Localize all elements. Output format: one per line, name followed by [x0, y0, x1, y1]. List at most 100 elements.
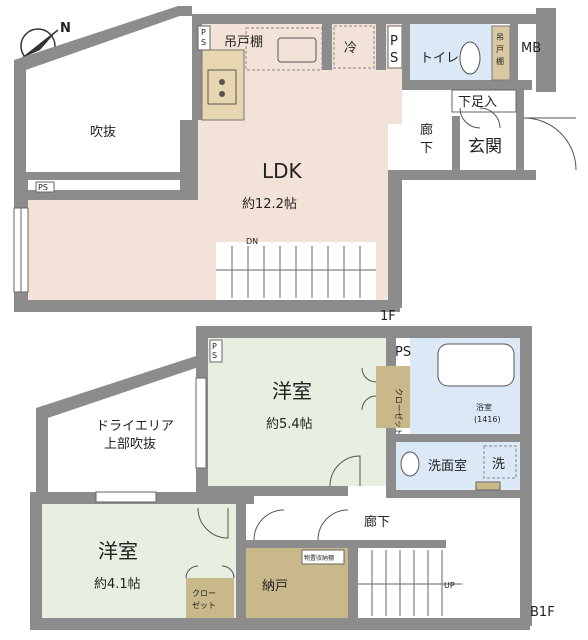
closet-1-label: クローゼット — [394, 388, 404, 436]
floor-b1: ドライエリア 上部吹抜 洋室 約5.4帖 クローゼット P S PS 浴室 (1… — [30, 326, 555, 630]
ps-box-ldk — [35, 181, 55, 193]
sink-icon — [207, 69, 237, 105]
ldk-title: LDK — [262, 159, 303, 183]
western-1-south-wall — [208, 486, 348, 496]
western-2-east-wall — [236, 498, 246, 618]
ps-kitchen-p: P — [201, 28, 206, 37]
b1-east-wall — [520, 326, 532, 626]
hallway-floor — [402, 90, 458, 170]
washer-label: 洗 — [492, 457, 505, 472]
stairs-dn-label: DN — [246, 237, 258, 246]
fridge-wall-right — [376, 24, 386, 70]
washroom-label: 洗面室 — [428, 458, 467, 474]
floor-b1-label: B1F — [530, 605, 555, 620]
kitchen-west-wall — [192, 14, 202, 124]
b1-south-wall — [30, 618, 530, 630]
entrance-east-wall — [516, 90, 524, 176]
void-ldk-partition — [180, 120, 198, 190]
western-2-area: 約4.1帖 — [94, 577, 141, 592]
north-wall — [192, 14, 536, 24]
storage-east-wall — [348, 546, 358, 618]
stairs-up-label: UP — [444, 581, 455, 590]
hallway-label-1: 廊 — [420, 122, 433, 138]
closet-2-doors — [185, 565, 235, 579]
hallway-doors — [253, 509, 349, 541]
toilet-shelf-2: 戸 — [496, 45, 504, 54]
ps-toilet-s: S — [390, 51, 398, 66]
wash-basin-icon — [400, 451, 420, 477]
compass-north-label: N — [60, 21, 71, 36]
washer-space — [483, 445, 517, 479]
void-area — [26, 16, 192, 176]
western-2-door — [197, 507, 229, 539]
mb-label: MB — [521, 41, 541, 56]
stair-treads-b1 — [358, 550, 462, 616]
bathtub-icon — [437, 343, 515, 387]
void-label: 吹抜 — [90, 124, 116, 140]
entrance-south-wall — [402, 170, 536, 180]
ps-kitchen-s: S — [201, 38, 206, 47]
western-1-title: 洋室 — [272, 379, 312, 403]
entrance-west-wall — [452, 116, 460, 176]
floor-1-label: 1F — [380, 309, 396, 324]
fridge-label: 冷 — [344, 41, 357, 56]
storage-north-wall — [246, 540, 446, 548]
western-1-door — [329, 455, 361, 487]
b1-west-wall — [30, 492, 42, 630]
void-bottom-wall — [22, 172, 192, 180]
toilet-shelf-1: 吊 — [496, 33, 504, 42]
fridge-wall-left — [322, 24, 332, 70]
toilet-east-wall — [510, 24, 518, 84]
b1-hallway-floor — [254, 498, 520, 546]
dry-area-line-2: 上部吹抜 — [104, 436, 156, 452]
western-2-window — [95, 491, 157, 503]
toilet-shelf-3: 棚 — [496, 56, 504, 66]
hanging-shelf-label: 吊戸棚 — [224, 35, 263, 50]
closet-2 — [186, 578, 234, 618]
ps-toilet-p: P — [390, 34, 398, 49]
western-2-title: 洋室 — [98, 539, 138, 563]
closet-2-line-1: クロー — [192, 589, 216, 598]
washroom-shelf — [475, 481, 501, 491]
toilet-label: トイレ — [420, 51, 459, 66]
ldk-floor-lower — [28, 200, 216, 300]
closet-1 — [376, 366, 410, 428]
ldk-north-wall — [28, 190, 198, 200]
entrance-label: 玄関 — [468, 137, 502, 157]
ps-ldk-label: PS — [38, 183, 48, 192]
void-outer-wall — [14, 6, 192, 190]
closet-2-line-2: ゼット — [192, 600, 216, 610]
toilet-icon — [459, 41, 481, 75]
entrance-door — [523, 117, 577, 171]
mb-wall — [536, 8, 556, 92]
ldk-south-wall — [14, 300, 400, 312]
western-1-window — [195, 377, 207, 469]
toilet-west-wall — [402, 24, 410, 84]
dry-area-floor — [48, 368, 196, 492]
ps-box-b1-left — [209, 339, 223, 363]
fridge-space — [333, 25, 375, 69]
shoe-box-label: 下足入 — [458, 95, 497, 110]
floor-1: 吊戸棚 冷 P S P S トイレ 吊 戸 棚 MB 廊 下 下足入 玄関 — [13, 6, 577, 324]
washroom-south-wall — [396, 490, 520, 498]
western-1-area: 約5.4帖 — [266, 417, 313, 432]
western-1-floor — [208, 338, 386, 486]
stair-treads-1f — [216, 246, 376, 298]
shoe-box — [451, 89, 517, 113]
ps-b1-p: P — [212, 342, 217, 351]
toilet-south-wall — [402, 80, 532, 90]
stairs-b1 — [358, 548, 462, 618]
ps-b1-s: S — [212, 351, 217, 360]
bath-size: (1416) — [474, 415, 501, 424]
kitchen-counter — [201, 49, 245, 121]
closet-1-doors — [361, 367, 377, 411]
ps-box-kitchen — [197, 25, 211, 51]
b1-hallway-label: 廊下 — [364, 514, 390, 530]
b1-north-wall — [196, 326, 532, 338]
bath-south-wall — [396, 434, 520, 442]
hallway-label-2: 下 — [420, 141, 433, 156]
utility-shelf — [301, 549, 345, 565]
dry-area-line-1: ドライエリア — [96, 419, 174, 434]
utility-label: 物置収納棚 — [304, 554, 334, 562]
